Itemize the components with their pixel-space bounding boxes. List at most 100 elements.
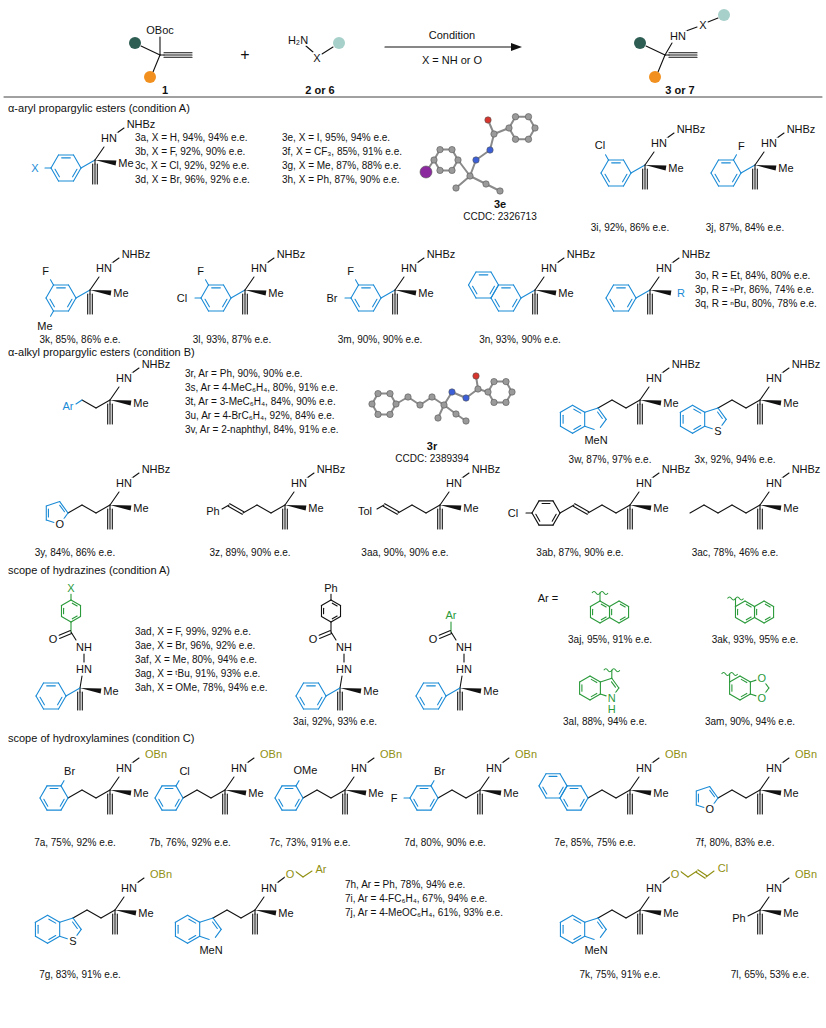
bond-line: [729, 682, 730, 694]
wedge-bond: [225, 790, 246, 796]
bond-line: [650, 277, 659, 290]
bond-line: [623, 174, 627, 182]
bond-line: [275, 798, 282, 810]
bond-line: [317, 790, 331, 798]
bond-line: [69, 285, 77, 298]
bond-line: [417, 785, 431, 786]
atom-label: HN: [635, 763, 653, 774]
bond-line: [760, 777, 769, 790]
bond-line: [759, 790, 760, 794]
bond-line: [296, 781, 299, 786]
bond-line: [762, 404, 763, 424]
atom-label: NHBz: [141, 359, 172, 370]
atom-label: O: [308, 634, 319, 645]
bond-line: [35, 922, 36, 936]
atom-label: HN: [765, 373, 783, 384]
bond-line: [526, 512, 532, 513]
bond-line: [560, 405, 572, 412]
bond-line: [773, 607, 774, 618]
bond-line: [667, 133, 674, 138]
plus-sign: +: [240, 47, 249, 63]
bond-line: [296, 696, 304, 709]
bond-line: [304, 682, 319, 683]
bond-line: [267, 258, 274, 263]
bond-line: [137, 878, 144, 883]
bond-line: [640, 387, 649, 400]
bond-line: [73, 910, 87, 918]
bond-line: [395, 277, 404, 290]
bond-line: [698, 794, 699, 802]
compound-caption: 3i, 92%, 86% e.e.: [591, 223, 669, 233]
compound-caption: 3a, X = H, 94%, 94% e.e.: [135, 133, 248, 143]
atom-label: HN: [760, 138, 778, 149]
atom-label: HN: [765, 883, 783, 894]
bond-line: [307, 473, 314, 478]
atom-ball: [453, 185, 459, 191]
bond-line: [574, 919, 581, 923]
bond-line: [579, 682, 580, 694]
atom-label: Me: [502, 788, 519, 799]
bond-line: [754, 169, 755, 189]
bond-line: [642, 914, 643, 934]
bond-line: [40, 697, 44, 705]
atom-ball: [405, 394, 411, 400]
bond-line: [195, 297, 201, 298]
bond-line: [624, 173, 632, 186]
bond-line: [417, 258, 424, 263]
atom-label: HN: [115, 763, 133, 774]
compound-caption: 3aj, 95%, 91% e.e.: [568, 635, 652, 645]
bond-line: [741, 693, 747, 696]
bond-line: [704, 412, 705, 426]
atom-ball: [467, 173, 473, 179]
bond-line: [114, 910, 115, 914]
wedge-bond: [460, 688, 481, 694]
bond-line: [60, 633, 72, 638]
bond-line: [48, 509, 49, 517]
wavy-bond: [722, 673, 738, 676]
bond-line: [44, 682, 59, 683]
bond-line: [479, 274, 488, 275]
bond-line: [373, 299, 377, 307]
atom-label: HN: [650, 138, 668, 149]
compound-caption: 3d, X = Br, 96%, 92% e.e.: [135, 175, 250, 185]
atom-label: Ar: [62, 401, 75, 412]
bond-line: [614, 284, 629, 285]
bond-line: [51, 155, 59, 168]
bond-line: [698, 870, 707, 876]
bond-line: [57, 287, 66, 288]
bond-line: [257, 505, 271, 513]
bond-line: [652, 758, 659, 763]
bond-line: [224, 285, 232, 298]
atom-label: MeN: [198, 944, 223, 955]
atom-label: R: [676, 288, 686, 299]
atom-label: Me: [652, 788, 669, 799]
atom-label: HN: [230, 763, 248, 774]
bond-line: [694, 409, 701, 413]
compound-caption: CCDC: 2389394: [395, 454, 468, 464]
bond-line: [600, 682, 601, 694]
bond-line: [637, 914, 638, 934]
bond-line: [72, 603, 77, 606]
bond-line: [757, 914, 758, 934]
bond-line: [223, 299, 227, 307]
bond-line: [532, 294, 533, 314]
bond-line: [756, 609, 757, 615]
bond-line: [532, 513, 539, 525]
bond-line: [95, 147, 104, 160]
bond-line: [424, 682, 439, 683]
bond-line: [647, 294, 648, 314]
atom-label: HN: [645, 883, 663, 894]
bond-line: [479, 794, 480, 814]
bond-line: [549, 776, 557, 777]
atom-label: HN: [455, 664, 473, 675]
bond-line: [704, 505, 718, 513]
bond-line: [228, 506, 242, 514]
bond-line: [553, 501, 560, 513]
bond-line: [580, 694, 590, 700]
bond-line: [598, 910, 612, 918]
bond-line: [51, 311, 54, 316]
bond-line: [164, 54, 192, 55]
atom-label: HN: [115, 373, 133, 384]
wedge-bond: [440, 505, 461, 511]
bond-line: [165, 788, 173, 789]
